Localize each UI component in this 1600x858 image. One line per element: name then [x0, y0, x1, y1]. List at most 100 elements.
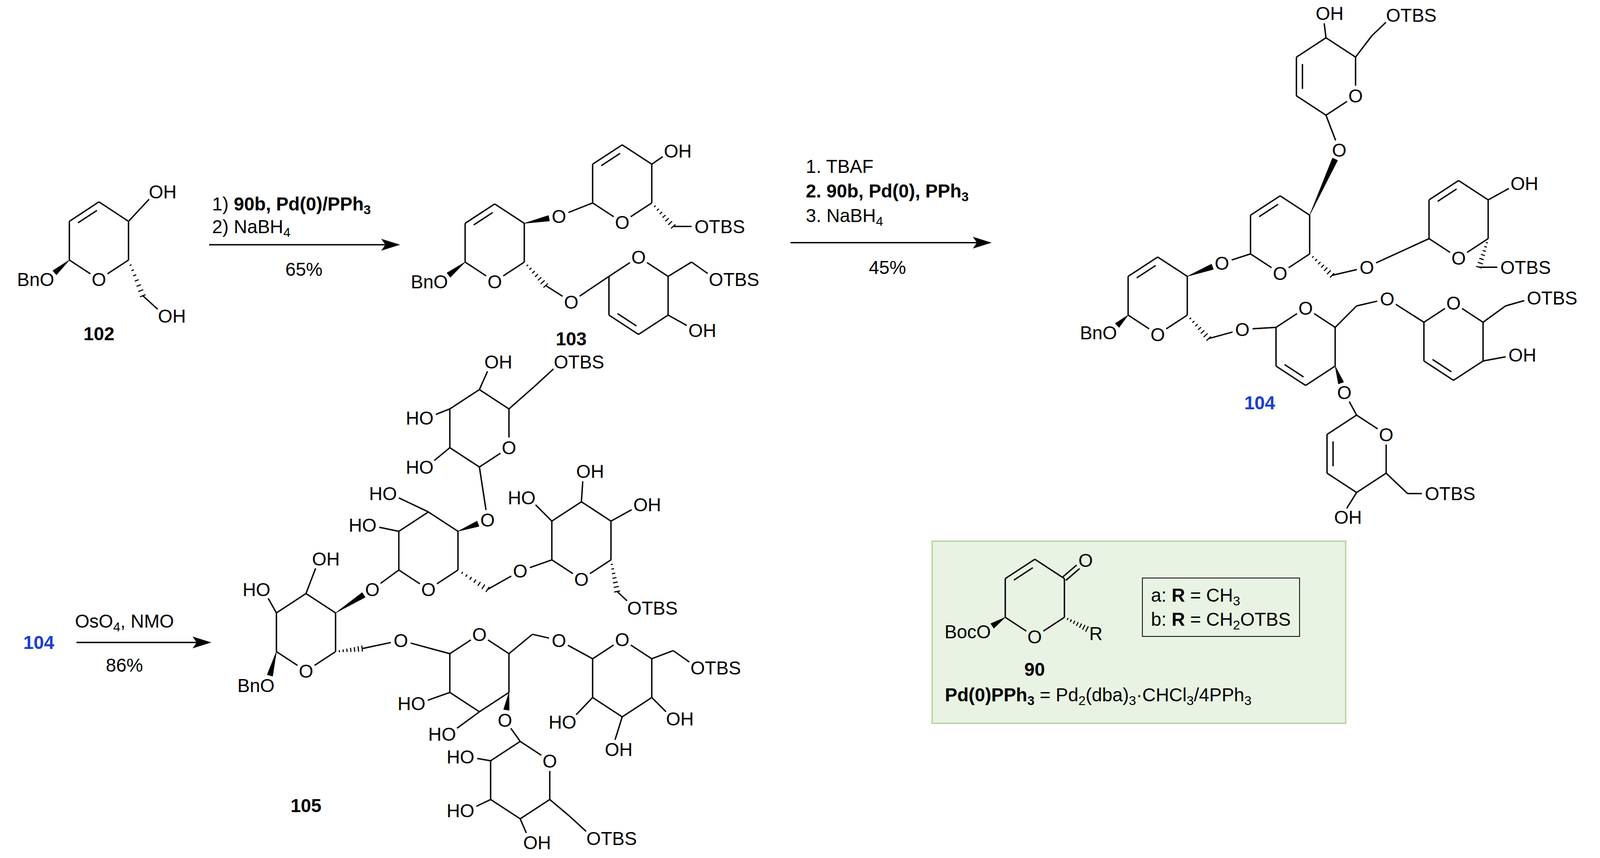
substituent-label: OH — [148, 182, 177, 202]
wedge-bond — [990, 617, 1006, 629]
text-run: 3 — [1244, 693, 1252, 708]
text-run: BnO — [410, 271, 448, 293]
bond-line — [490, 760, 492, 800]
text-run: HO — [507, 487, 536, 509]
text-run: O — [1332, 140, 1347, 161]
text-run: BnO — [17, 269, 55, 290]
text-run: 104 — [1244, 392, 1276, 414]
substituent-label: OTBS — [708, 270, 760, 289]
bond-line — [479, 453, 501, 468]
bond-line — [457, 531, 459, 571]
wedge-bond — [267, 651, 277, 677]
text-run: 102 — [83, 323, 115, 345]
text-run: 3 — [1027, 693, 1035, 708]
substituent-label: OTBS — [690, 658, 741, 678]
bond-line — [581, 501, 612, 522]
bond-layer — [990, 559, 1089, 632]
text-run: 3 — [1232, 593, 1241, 609]
arrow-layer — [76, 238, 990, 648]
substituent-label: BnO — [410, 272, 448, 292]
text-run: O — [1078, 550, 1093, 571]
text-run: OTBS — [708, 269, 760, 290]
text-run: O — [1451, 248, 1466, 269]
atom-label: O — [480, 510, 495, 530]
substituent-label: HO — [507, 488, 536, 508]
text-run: O — [471, 624, 487, 645]
bond-line — [520, 819, 527, 834]
atom-label: O — [1378, 425, 1394, 445]
bond-line — [608, 262, 630, 277]
hashed-bond — [1476, 242, 1488, 268]
bond-line — [611, 509, 632, 522]
bond-line — [1034, 559, 1065, 579]
bond-line — [549, 799, 570, 816]
text-run: OTBS — [1386, 5, 1437, 26]
compound-number: 105 — [290, 796, 322, 816]
text-run: OTBS — [694, 216, 746, 237]
bond-line — [449, 653, 451, 693]
atom-label: O — [1272, 264, 1288, 283]
substituent-label: HO — [405, 458, 434, 477]
atom-label: O — [551, 207, 567, 226]
bond-line — [1478, 266, 1498, 268]
substituent-label: OH — [1315, 4, 1344, 23]
text-run: 86% — [105, 655, 143, 676]
atom-label: O — [487, 272, 502, 292]
hashed-bond — [654, 205, 676, 229]
atom-label: O — [1446, 293, 1461, 313]
bond-line — [1428, 238, 1450, 253]
substituent-key: a: R = CH3 — [1151, 583, 1291, 608]
text-run: O — [1359, 257, 1374, 278]
text-run: O — [1348, 85, 1363, 107]
text-run: HO — [428, 724, 457, 745]
bond-line — [592, 658, 594, 698]
text-run: O — [480, 509, 495, 531]
bond-line — [275, 612, 278, 652]
text-run: 90 — [1024, 659, 1046, 680]
bond-line — [1423, 322, 1425, 362]
substituent-label: OH — [604, 740, 633, 759]
text-run: HO — [369, 483, 397, 504]
hashed-bond — [1189, 318, 1212, 341]
bond-layer — [52, 22, 1525, 834]
double-bond — [69, 202, 100, 224]
text-run: O — [364, 579, 380, 600]
text-run: HO — [446, 746, 475, 768]
substituent-label: HO — [446, 747, 475, 767]
bond-line — [610, 521, 612, 561]
bond-line — [1407, 492, 1422, 495]
substituent-label: HO — [446, 801, 475, 821]
bond-line — [668, 261, 692, 277]
bond-line — [1308, 215, 1311, 255]
text-run: OH — [158, 305, 186, 327]
text-run: ·CHCl — [1135, 684, 1187, 706]
reaction-arrow — [76, 637, 210, 648]
text-run: OH — [1508, 344, 1537, 366]
bond-line — [465, 261, 486, 276]
hashed-bond — [339, 645, 363, 653]
bond-line — [510, 728, 521, 742]
bond-line — [1275, 313, 1297, 328]
text-run: OTBS — [1500, 257, 1551, 278]
text-run: OH — [484, 351, 513, 373]
bond-line — [314, 651, 336, 666]
atom-label: O — [364, 580, 380, 600]
bond-line — [98, 202, 129, 222]
text-run: O — [1378, 424, 1394, 446]
bond-line — [691, 261, 708, 274]
atom-label: O — [631, 248, 646, 267]
substituent-label: HO — [548, 713, 577, 732]
text-run: = CH — [1185, 609, 1233, 630]
bond-line — [379, 527, 399, 532]
bond-line — [1186, 276, 1188, 316]
text-run: R — [1171, 609, 1186, 630]
reagent-text: 1) 90b, Pd(0)/PPh3 — [212, 194, 371, 214]
text-run: 65% — [285, 259, 323, 280]
text-run: O — [573, 569, 589, 590]
substituent-label: OTBS — [586, 829, 638, 848]
reaction-arrow — [790, 238, 990, 248]
bond-line — [1505, 300, 1524, 306]
bond-line — [608, 276, 610, 316]
bond-line — [1275, 327, 1277, 367]
bond-line — [592, 644, 614, 659]
